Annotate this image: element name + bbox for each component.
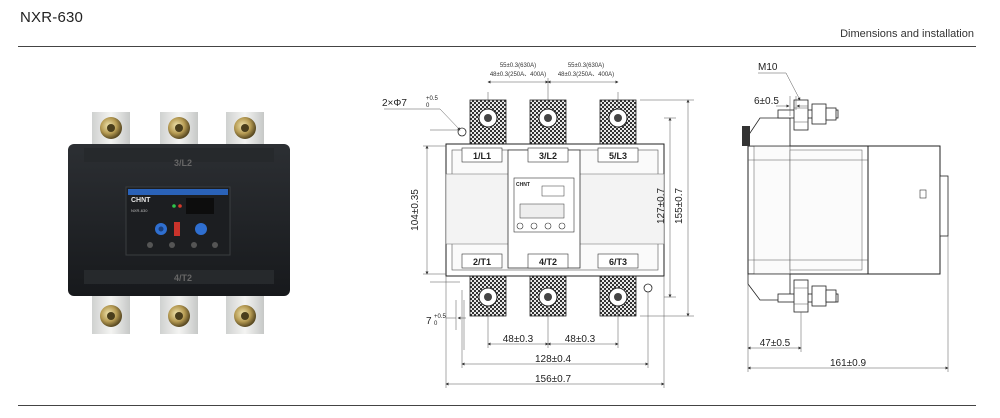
top-offset-label: 6±0.5 <box>754 96 779 107</box>
slot-tolerance-low: 0 <box>434 321 438 327</box>
hole-tolerance-low: 0 <box>426 103 430 109</box>
drawing-brand: CHNT <box>516 182 530 188</box>
header-rule <box>18 46 976 47</box>
reset-button-icon <box>174 222 180 236</box>
terminal-label-top-2: 3/L2 <box>539 151 557 161</box>
width-128-label: 128±0.4 <box>535 354 572 365</box>
height-127-label: 127±0.7 <box>656 188 667 225</box>
depth-161-label: 161±0.9 <box>830 358 867 369</box>
slot-dimension: 7 <box>426 316 432 327</box>
note-right-630a: 55±0.3(630A) <box>568 63 604 69</box>
status-led-icon <box>172 204 176 208</box>
terminal-label-bottom-3: 6/T3 <box>609 257 627 267</box>
bolt-bottom <box>793 279 809 313</box>
bolt-top <box>793 99 809 131</box>
side-view-drawing: M10 6±0.5 47±0.5 161±0.9 <box>742 62 949 372</box>
terminal-label-bottom-1: 2/T1 <box>473 257 491 267</box>
hole-dimension: 2×Φ7 <box>382 98 407 109</box>
terminal-label-top-1: 1/L1 <box>473 151 491 161</box>
pitch-48-left-label: 48±0.3 <box>503 334 534 345</box>
photo-brand: CHNT <box>131 197 151 204</box>
slot-tolerance: +0.5 <box>434 314 447 320</box>
status-led-icon <box>178 204 182 208</box>
front-view-drawing: CHNT 1/L1 3/L2 5/L3 2/T1 4/T2 6/T3 55±0.… <box>382 63 694 388</box>
photo-terminal-bottom-label: 4/T2 <box>174 273 192 283</box>
blue-stripe <box>128 189 228 195</box>
pitch-48-right-label: 48±0.3 <box>565 334 596 345</box>
bolt-size-label: M10 <box>758 62 778 73</box>
terminal-bar <box>529 99 567 147</box>
section-subtitle: Dimensions and installation <box>840 28 974 40</box>
dial-icon <box>195 223 207 235</box>
footer-rule <box>18 405 976 406</box>
side-control-module <box>867 145 941 275</box>
mounting-clip <box>742 126 750 146</box>
note-left-250a: 48±0.3(250A、400A) <box>490 72 546 78</box>
note-right-250a: 48±0.3(250A、400A) <box>558 72 614 78</box>
terminal-label-bottom-2: 4/T2 <box>539 257 557 267</box>
product-photo: 3/L2 4/T2 CHNT NXR-630 <box>68 112 290 334</box>
height-155-label: 155±0.7 <box>674 188 685 225</box>
photo-terminal-top-label: 3/L2 <box>174 158 192 168</box>
hole-tolerance: +0.5 <box>426 96 439 102</box>
photo-model: NXR-630 <box>131 208 148 213</box>
depth-47-label: 47±0.5 <box>760 338 791 349</box>
note-left-630a: 55±0.3(630A) <box>500 63 536 69</box>
page-title: NXR-630 <box>20 9 84 26</box>
width-156-label: 156±0.7 <box>535 374 572 385</box>
mounting-hole <box>643 283 653 293</box>
terminal-label-top-3: 5/L3 <box>609 151 627 161</box>
height-104-label: 104±0.35 <box>410 189 421 231</box>
